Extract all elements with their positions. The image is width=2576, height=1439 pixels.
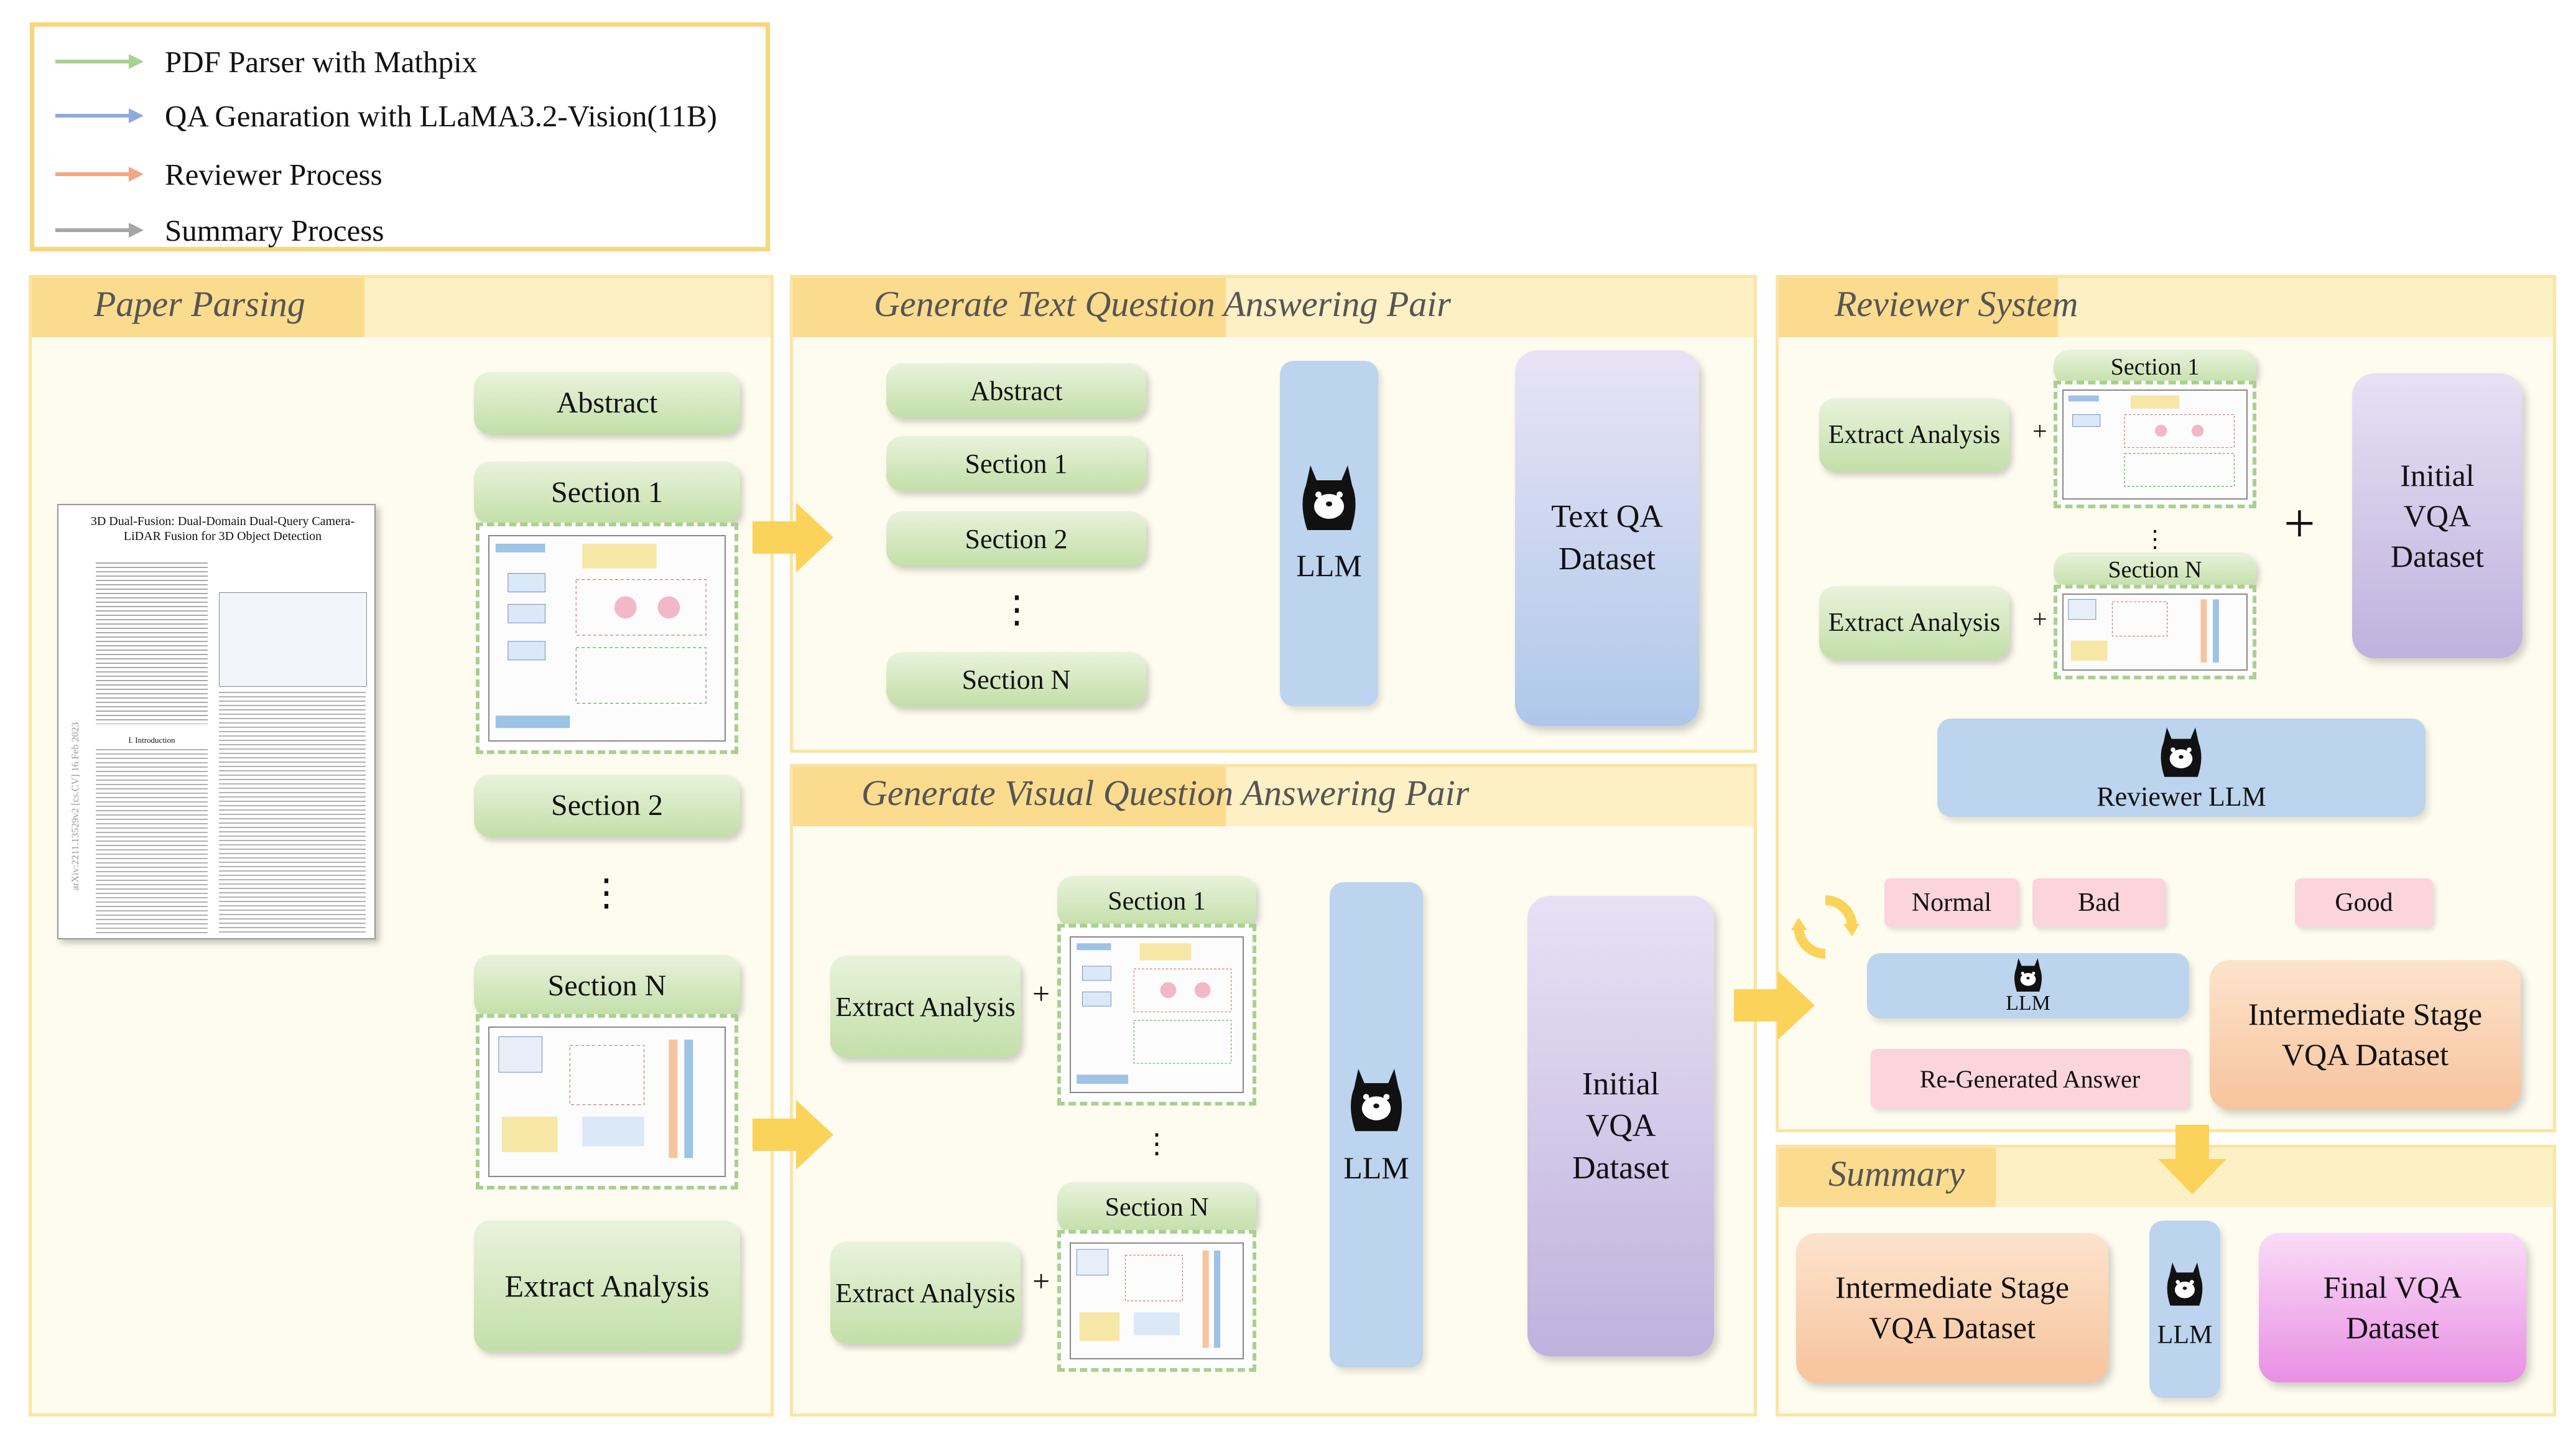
green-arrow-icon [55,54,144,69]
panel-title: Paper Parsing [94,284,305,324]
dataset-label: Initial VQA Dataset [2391,457,2484,574]
llm-label: Reviewer LLM [2096,781,2266,812]
panel-title: Generate Text Question Answering Pair [874,284,1451,324]
reviewer-initial-dataset: Initial VQA Dataset [2352,373,2523,658]
legend-item-summary: Summary Process [53,212,384,249]
reviewer-section-1-node: Section 1 [2054,350,2256,386]
llm-label: LLM [2006,992,2050,1015]
paper-title: 3D Dual-Fusion: Dual-Domain Dual-Query C… [90,515,355,543]
vqa-llm: LLM [1330,882,1423,1367]
llm-label: LLM [1343,1150,1409,1185]
extract-analysis-node: Extract Analysis [474,1221,740,1351]
plus-icon: + [1032,1264,1050,1298]
legend-label: Summary Process [165,213,384,248]
final-vqa-dataset: Final VQA Dataset [2259,1233,2526,1382]
dataset-label: Final VQA Dataset [2323,1270,2462,1345]
alpaca-icon [2167,1262,2203,1306]
ellipsis: ⋮ [1143,1129,1170,1159]
legend-label: Reviewer Process [165,157,382,192]
reviewer-section-n-figure [2054,585,2256,679]
plus-icon: + [2032,417,2047,446]
good-label: Good [2295,878,2433,927]
reviewer-extract-analysis-1: Extract Analysis [1819,398,2009,472]
ellipsis: ⋮ [998,589,1035,630]
regenerated-answer: Re-Generated Answer [1871,1049,2189,1109]
section-n-node: Section N [474,955,740,1017]
panel-title: Summary [1828,1153,1965,1194]
flow-arrow-to-summary [2158,1125,2226,1195]
vqa-section-n-figure [1057,1230,1256,1372]
text-qa-section-1-node: Section 1 [886,436,1146,491]
llm-label: LLM [1296,548,1362,583]
legend-label: QA Genaration with LLaMA3.2-Vision(11B) [165,98,717,133]
paper-section-heading: I. Introduction [128,735,175,745]
vqa-section-n-node: Section N [1057,1182,1256,1233]
panel-title: Reviewer System [1835,284,2078,324]
section-1-figure [476,523,738,754]
panel-title: Generate Visual Question Answering Pair [861,773,1470,813]
section-n-figure [476,1014,738,1190]
dataset-label: Initial VQA Dataset [1572,1066,1669,1186]
paper-figure [219,592,367,687]
alpaca-icon [2014,958,2042,992]
dataset-label: Intermediate Stage VQA Dataset [2248,997,2483,1072]
legend-item-pdf-parser: PDF Parser with Mathpix [53,43,477,80]
text-qa-section-n-node: Section N [886,652,1146,707]
abstract-node: Abstract [474,372,740,434]
vqa-section-1-node: Section 1 [1057,876,1256,927]
arxiv-stamp: arXiv:2211.13529v2 [cs.CV] 16 Feb 2023 [70,722,81,891]
paper-abstract-text [96,562,208,724]
reviewer-intermediate-dataset: Intermediate Stage VQA Dataset [2210,960,2521,1109]
gray-arrow-icon [55,223,144,238]
legend-item-reviewer: Reviewer Process [53,156,382,193]
flow-arrow-to-text-qa [753,503,833,572]
big-plus-icon: + [2284,493,2315,554]
plus-icon: + [1032,976,1050,1011]
flow-arrow-to-visual-qa [753,1100,833,1170]
text-qa-llm: LLM [1280,361,1378,706]
normal-label: Normal [1884,878,2019,927]
legend-item-qa-generation: QA Genaration with LLaMA3.2-Vision(11B) [53,97,717,134]
text-qa-abstract-node: Abstract [886,363,1146,418]
summary-llm: LLM [2149,1221,2220,1398]
legend: PDF Parser with Mathpix QA Genaration wi… [30,22,770,251]
reviewer-llm: Reviewer LLM [1937,719,2425,817]
llm-label: LLM [2157,1321,2213,1349]
summary-intermediate-dataset: Intermediate Stage VQA Dataset [1796,1233,2108,1382]
vqa-section-1-figure [1057,924,1256,1106]
section-1-node: Section 1 [474,462,740,524]
refresh-cycle-icon [1791,895,1860,959]
flow-arrow-to-reviewer [1734,971,1815,1040]
vqa-extract-analysis-1: Extract Analysis [830,956,1021,1058]
alpaca-icon [2161,727,2202,777]
ellipsis: ⋮ [588,872,625,913]
ellipsis: ⋮ [2143,526,2167,552]
alpaca-icon [1302,465,1356,530]
plus-icon: + [2032,605,2047,634]
reviewer-extract-analysis-2: Extract Analysis [1819,586,2009,659]
dataset-label: Intermediate Stage VQA Dataset [1835,1270,2070,1345]
paper-thumbnail: arXiv:2211.13529v2 [cs.CV] 16 Feb 2023 3… [57,504,376,939]
paper-body-text [219,692,366,934]
reviewer-section-1-figure [2054,381,2256,508]
bad-label: Bad [2032,878,2166,927]
regen-llm: LLM [1867,953,2189,1018]
reviewer-section-n-node: Section N [2054,552,2256,589]
orange-arrow-icon [55,167,144,182]
vqa-extract-analysis-2: Extract Analysis [830,1242,1021,1344]
section-2-node: Section 2 [474,775,740,837]
legend-label: PDF Parser with Mathpix [165,44,478,79]
text-qa-section-2-node: Section 2 [886,511,1146,566]
alpaca-icon [1351,1068,1402,1132]
text-qa-dataset: Text QA Dataset [1515,350,1699,726]
vqa-initial-dataset: Initial VQA Dataset [1527,896,1714,1356]
blue-arrow-icon [55,108,144,123]
paper-intro-text [96,749,208,936]
